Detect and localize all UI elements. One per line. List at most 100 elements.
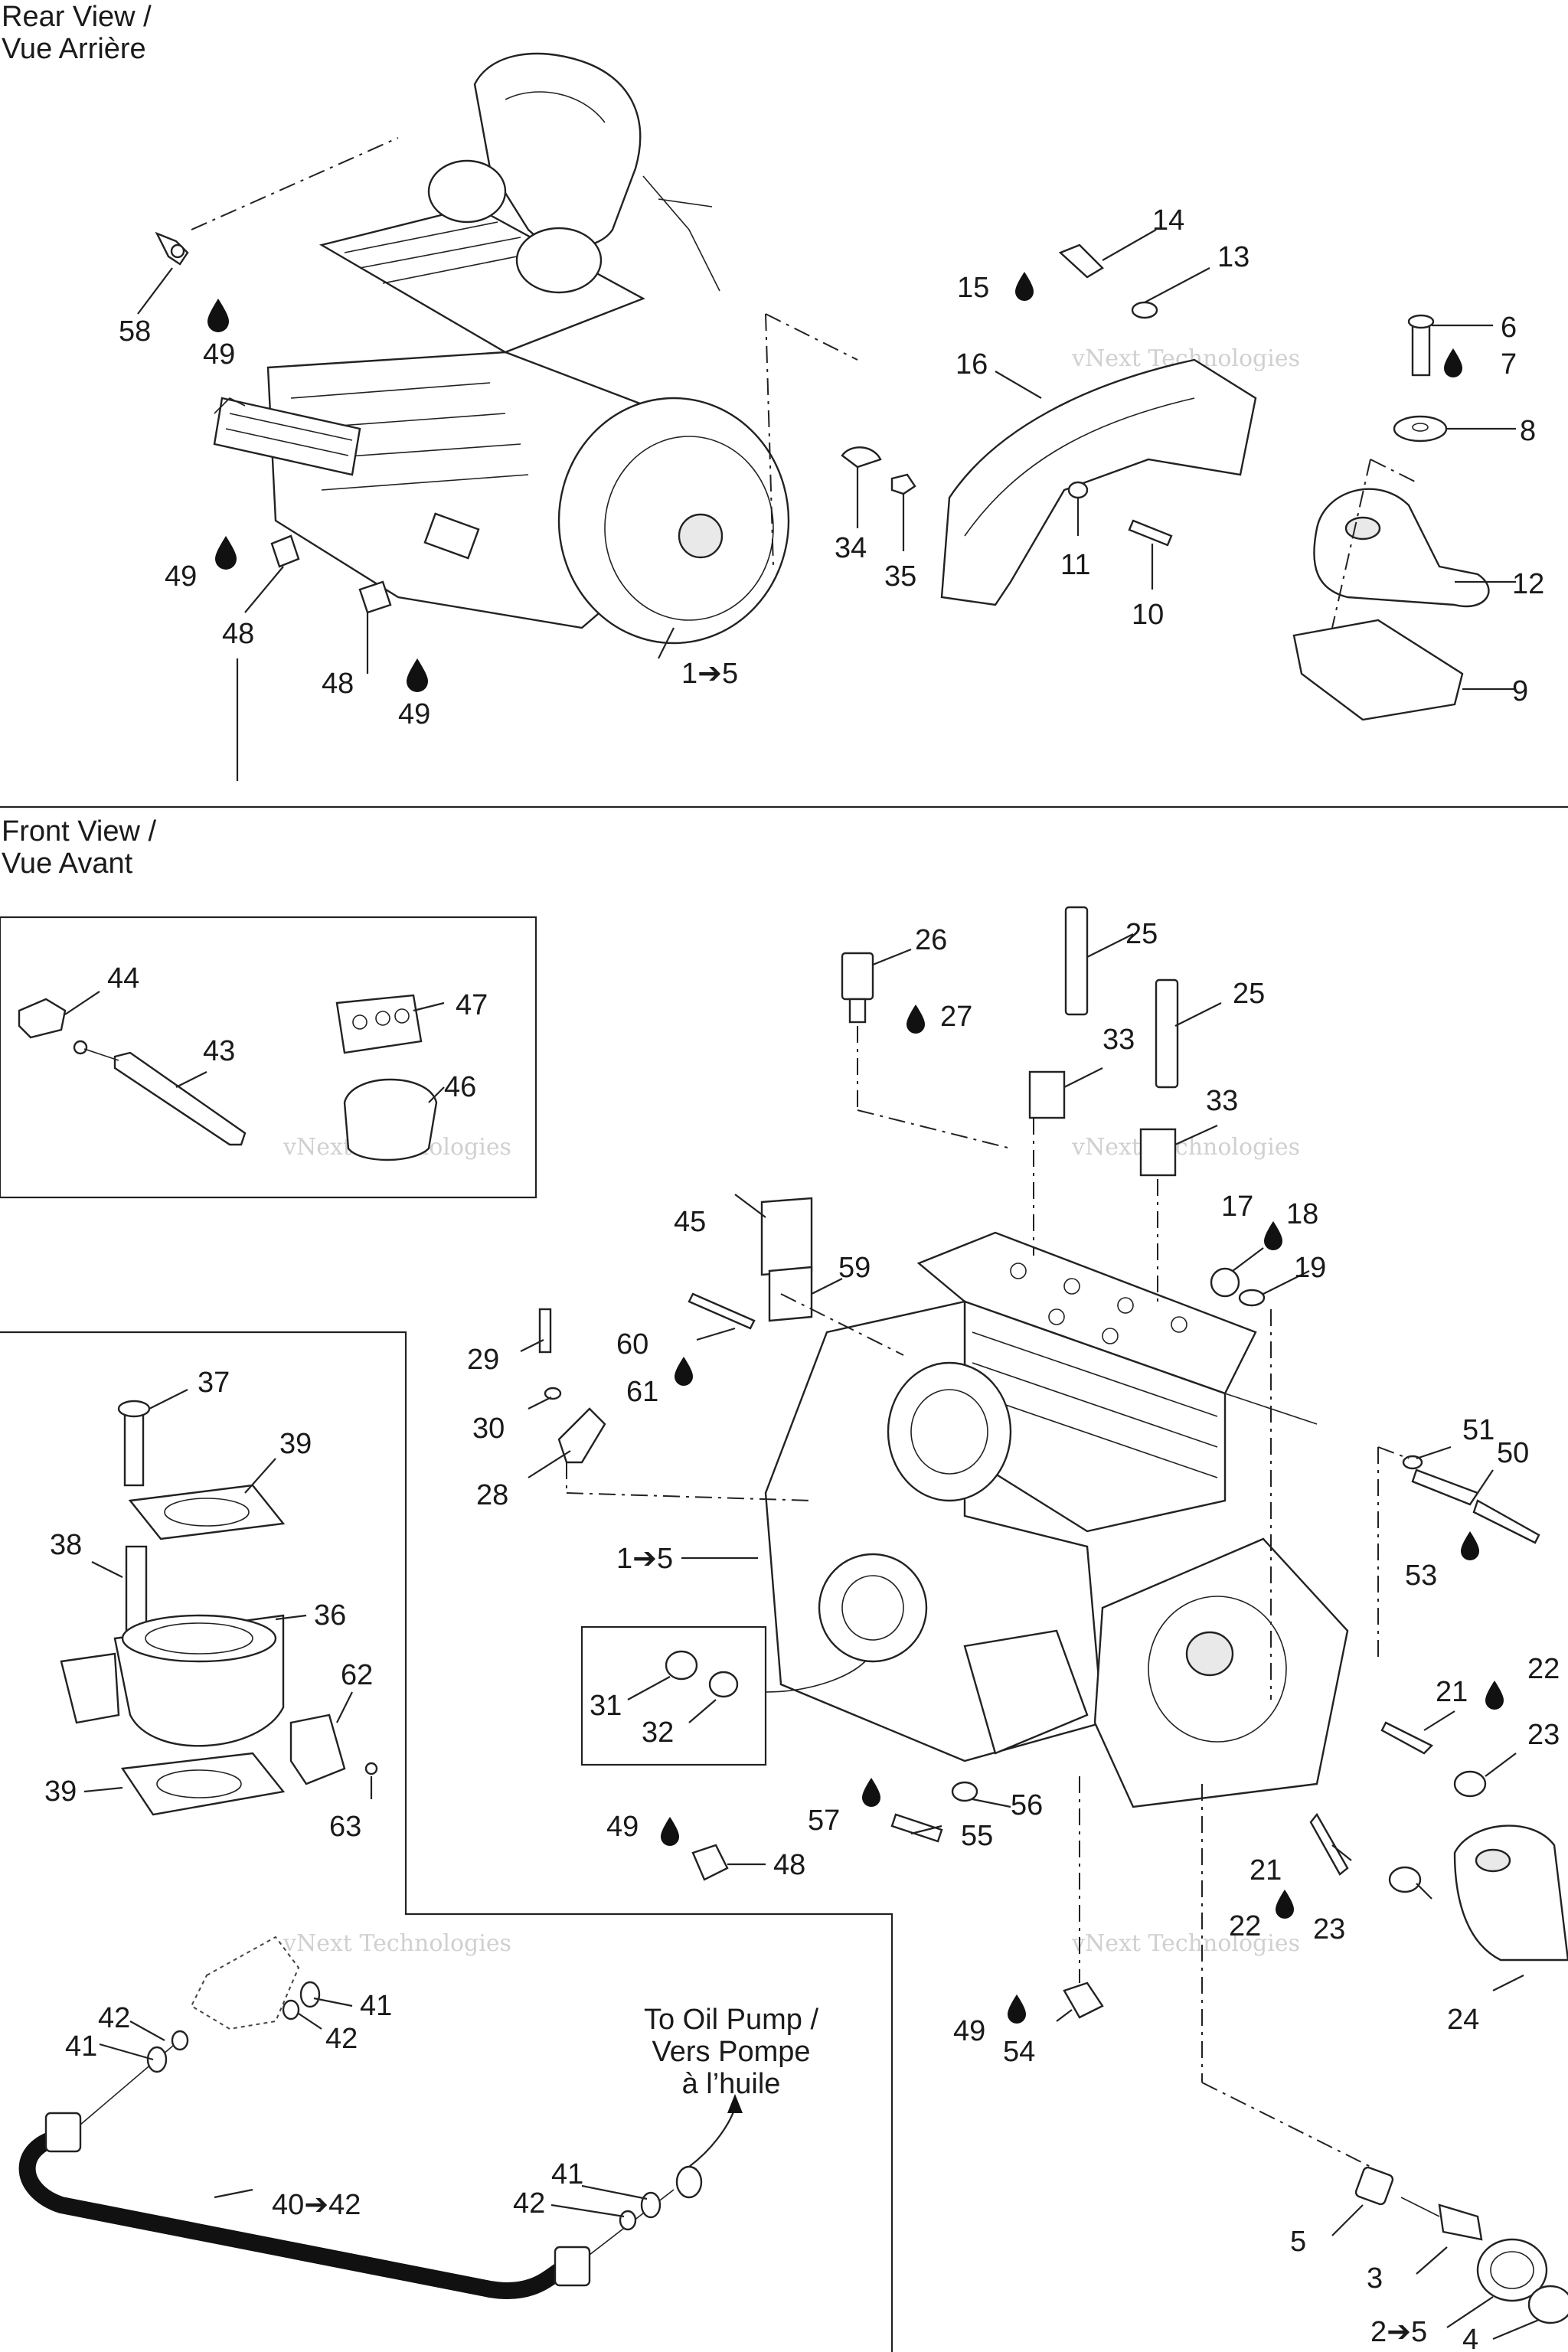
label-37: 37 — [198, 1367, 230, 1399]
label-54: 54 — [1003, 2036, 1035, 2068]
cylinder-head-front — [916, 1231, 1257, 1395]
sensor-assembly-bottom — [1331, 2166, 1568, 2341]
label-45: 45 — [674, 1206, 706, 1238]
plug-32 — [708, 1671, 739, 1698]
gasket-39 — [120, 1752, 286, 1816]
drop-icon — [1015, 272, 1034, 301]
washer-23 — [1388, 1866, 1422, 1893]
label-49: 49 — [203, 338, 235, 371]
drop-icon — [906, 1004, 925, 1034]
nut-41 — [640, 2191, 662, 2219]
drop-icon — [1264, 1221, 1282, 1250]
drop-icon — [407, 658, 428, 692]
rear-view-title-en: Rear View / — [2, 1, 152, 33]
label-42: 42 — [98, 2002, 130, 2034]
plug-31 — [665, 1650, 698, 1681]
label-26: 26 — [915, 924, 947, 956]
sleeve-46 — [343, 1078, 438, 1161]
inset-border-throttle — [0, 1331, 893, 2352]
screw-10 — [1128, 519, 1173, 547]
rubber-mount-24 — [1453, 1824, 1568, 1962]
hose-end — [44, 2112, 82, 2153]
label-48: 48 — [773, 1849, 805, 1881]
loctite-drop-icons-front — [675, 1004, 1282, 1386]
label-48: 48 — [322, 668, 354, 700]
carb-cap — [427, 159, 507, 224]
label-43: 43 — [203, 1035, 235, 1067]
label-6: 6 — [1501, 312, 1517, 344]
fitting — [675, 2165, 703, 2199]
label-49: 49 — [398, 698, 430, 730]
label-57: 57 — [808, 1805, 840, 1837]
arrow-up-icon — [727, 2094, 743, 2113]
label-14: 14 — [1152, 204, 1184, 237]
label-55: 55 — [961, 1820, 993, 1852]
washer-19 — [1238, 1289, 1266, 1307]
label-49: 49 — [953, 2015, 985, 2047]
elbow-fitting-48 — [358, 580, 392, 614]
label-63: 63 — [329, 1811, 361, 1843]
label-19: 19 — [1294, 1252, 1326, 1284]
washer-23 — [1453, 1770, 1487, 1798]
pin-60 — [688, 1292, 756, 1330]
label-30: 30 — [472, 1413, 505, 1445]
label-41: 41 — [551, 2158, 583, 2190]
water-outlet — [423, 512, 480, 560]
washer-11 — [1067, 481, 1089, 499]
rear-engine-assembly — [213, 52, 790, 645]
label-58: 58 — [119, 315, 151, 348]
label-4: 4 — [1462, 2324, 1478, 2352]
spark-plug-25 — [1064, 906, 1089, 1016]
label-41: 41 — [360, 1990, 392, 2022]
label-11: 11 — [1060, 549, 1090, 581]
label-40-to-42: 40➔42 — [272, 2189, 361, 2221]
watermarks: vNext Technologies vNext Technologies vN… — [283, 345, 1300, 1957]
drop-icon — [207, 299, 229, 332]
rear-fittings — [137, 137, 675, 781]
label-23: 23 — [1313, 1913, 1345, 1945]
inset-box-plugs — [580, 1625, 767, 1766]
gasket-39 — [128, 1484, 286, 1540]
washer-42 — [282, 1999, 300, 2020]
label-10: 10 — [1132, 599, 1164, 631]
sensor-3 — [1438, 2203, 1483, 2241]
label-32: 32 — [642, 1717, 674, 1749]
label-62: 62 — [341, 1659, 373, 1691]
label-28: 28 — [476, 1479, 508, 1511]
right-side-parts — [1309, 1446, 1568, 1991]
label-25: 25 — [1233, 978, 1265, 1010]
washer-8 — [1393, 415, 1448, 443]
label-49: 49 — [165, 560, 197, 593]
screw-37 — [123, 1407, 145, 1487]
label-24: 24 — [1447, 2004, 1479, 2036]
exhaust-port — [887, 1361, 1012, 1502]
label-36: 36 — [314, 1599, 346, 1632]
output-shaft — [678, 513, 724, 559]
label-25: 25 — [1125, 918, 1158, 950]
clip-34 — [841, 446, 882, 469]
label-49: 49 — [606, 1811, 639, 1843]
front-view-title-fr: Vue Avant — [2, 848, 133, 880]
o-ring-4 — [1527, 2285, 1568, 2324]
elbow-fitting-48 — [270, 534, 300, 568]
rear-view-title-fr: Vue Arrière — [2, 33, 146, 65]
drop-icon — [862, 1778, 880, 1807]
starter-motor — [963, 1629, 1089, 1755]
screw-21 — [1309, 1812, 1349, 1876]
label-48: 48 — [222, 618, 254, 650]
label-38: 38 — [50, 1529, 82, 1561]
note-oil-pump-line2: Vers Pompe — [652, 2036, 811, 2068]
drop-icon — [661, 1817, 679, 1846]
ghost-fitting-outline — [190, 1936, 300, 2030]
drop-icon — [675, 1357, 693, 1386]
drop-icon — [1461, 1531, 1479, 1560]
label-7: 7 — [1501, 348, 1517, 381]
bracket-59 — [768, 1266, 813, 1322]
note-oil-pump-line3: à l’huile — [682, 2068, 781, 2100]
loctite-drop-icons-rear — [207, 299, 428, 692]
label-47: 47 — [456, 989, 488, 1021]
screw-6 — [1411, 320, 1431, 377]
mount-bracket-16 — [940, 358, 1257, 606]
label-50: 50 — [1497, 1437, 1529, 1469]
screw-63 — [364, 1762, 378, 1775]
